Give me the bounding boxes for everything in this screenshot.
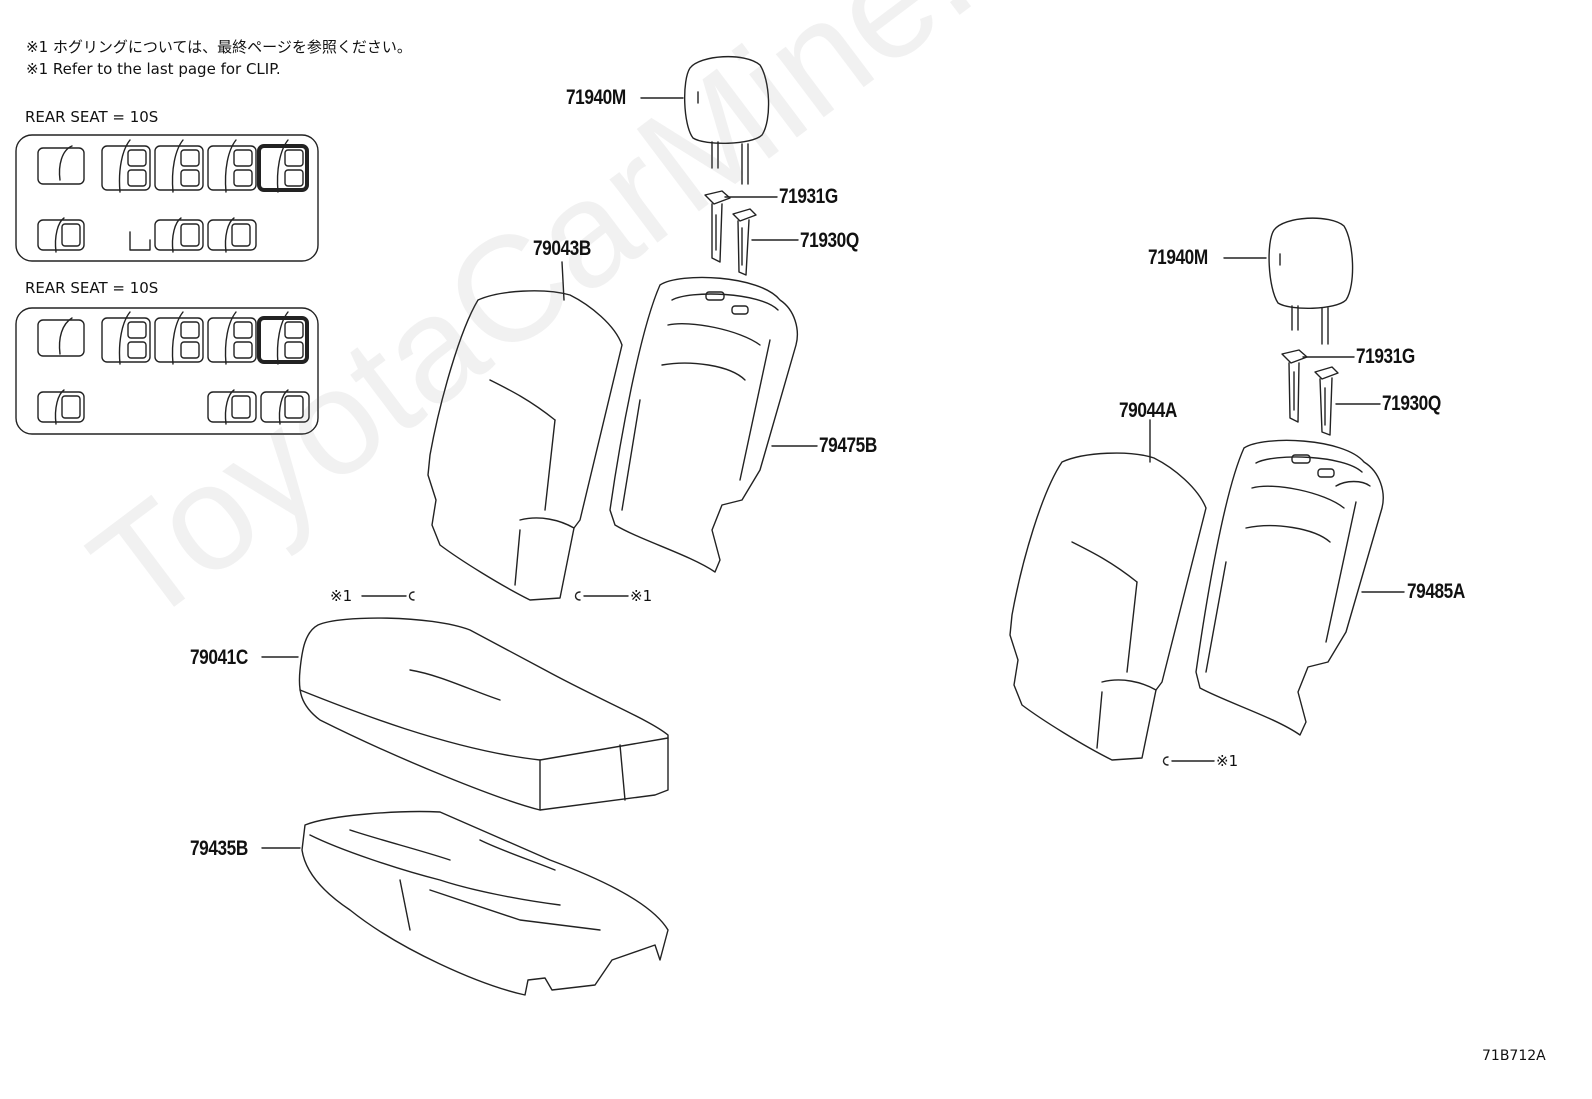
clip-marker-left-2: ※1 (630, 587, 653, 605)
headrest-support-right (1281, 349, 1355, 423)
part-label-79041c[interactable]: 79041C (190, 646, 248, 669)
part-label-71940m-right[interactable]: 71940M (1148, 246, 1208, 269)
note-english: ※1 Refer to the last page for CLIP. (26, 60, 281, 78)
headrest-right (1223, 217, 1354, 345)
clip-marker-right: ※1 (1216, 752, 1239, 770)
part-label-79043b[interactable]: 79043B (533, 237, 591, 260)
seatback-cover-right (1009, 419, 1207, 761)
headrest-guide-left (732, 208, 799, 276)
seatback-cover-left (427, 261, 623, 601)
headrest-guide-right (1314, 366, 1381, 436)
clip-marker-left-1: ※1 (330, 587, 353, 605)
part-label-79475b[interactable]: 79475B (819, 434, 877, 457)
part-label-79435b[interactable]: 79435B (190, 837, 248, 860)
headrest-support-left (704, 190, 778, 263)
seatback-pad-left (609, 276, 818, 573)
part-label-71930q-left[interactable]: 71930Q (800, 229, 859, 252)
seat-map-title-1: REAR SEAT = 10S (25, 108, 159, 126)
clip-leader-right (1162, 756, 1215, 766)
seat-cushion-cover (261, 617, 669, 811)
part-label-71940m-left[interactable]: 71940M (566, 86, 626, 109)
part-label-79485a[interactable]: 79485A (1407, 580, 1465, 603)
note-japanese: ※1 ホグリングについては、最終ページを参照ください。 (26, 38, 412, 56)
seat-layout-map-1 (15, 134, 319, 262)
seatback-pad-right (1195, 439, 1405, 736)
diagram-id: 71B712A (1482, 1048, 1546, 1064)
seat-map-title-2: REAR SEAT = 10S (25, 279, 159, 297)
headrest-left (640, 55, 770, 185)
part-label-71931g-left[interactable]: 71931G (779, 185, 838, 208)
part-label-79044a[interactable]: 79044A (1119, 399, 1177, 422)
part-label-71931g-right[interactable]: 71931G (1356, 345, 1415, 368)
seat-layout-map-2 (15, 307, 319, 435)
clip-leaders-left (361, 591, 629, 601)
part-label-71930q-right[interactable]: 71930Q (1382, 392, 1441, 415)
seat-cushion-pad (261, 810, 669, 996)
